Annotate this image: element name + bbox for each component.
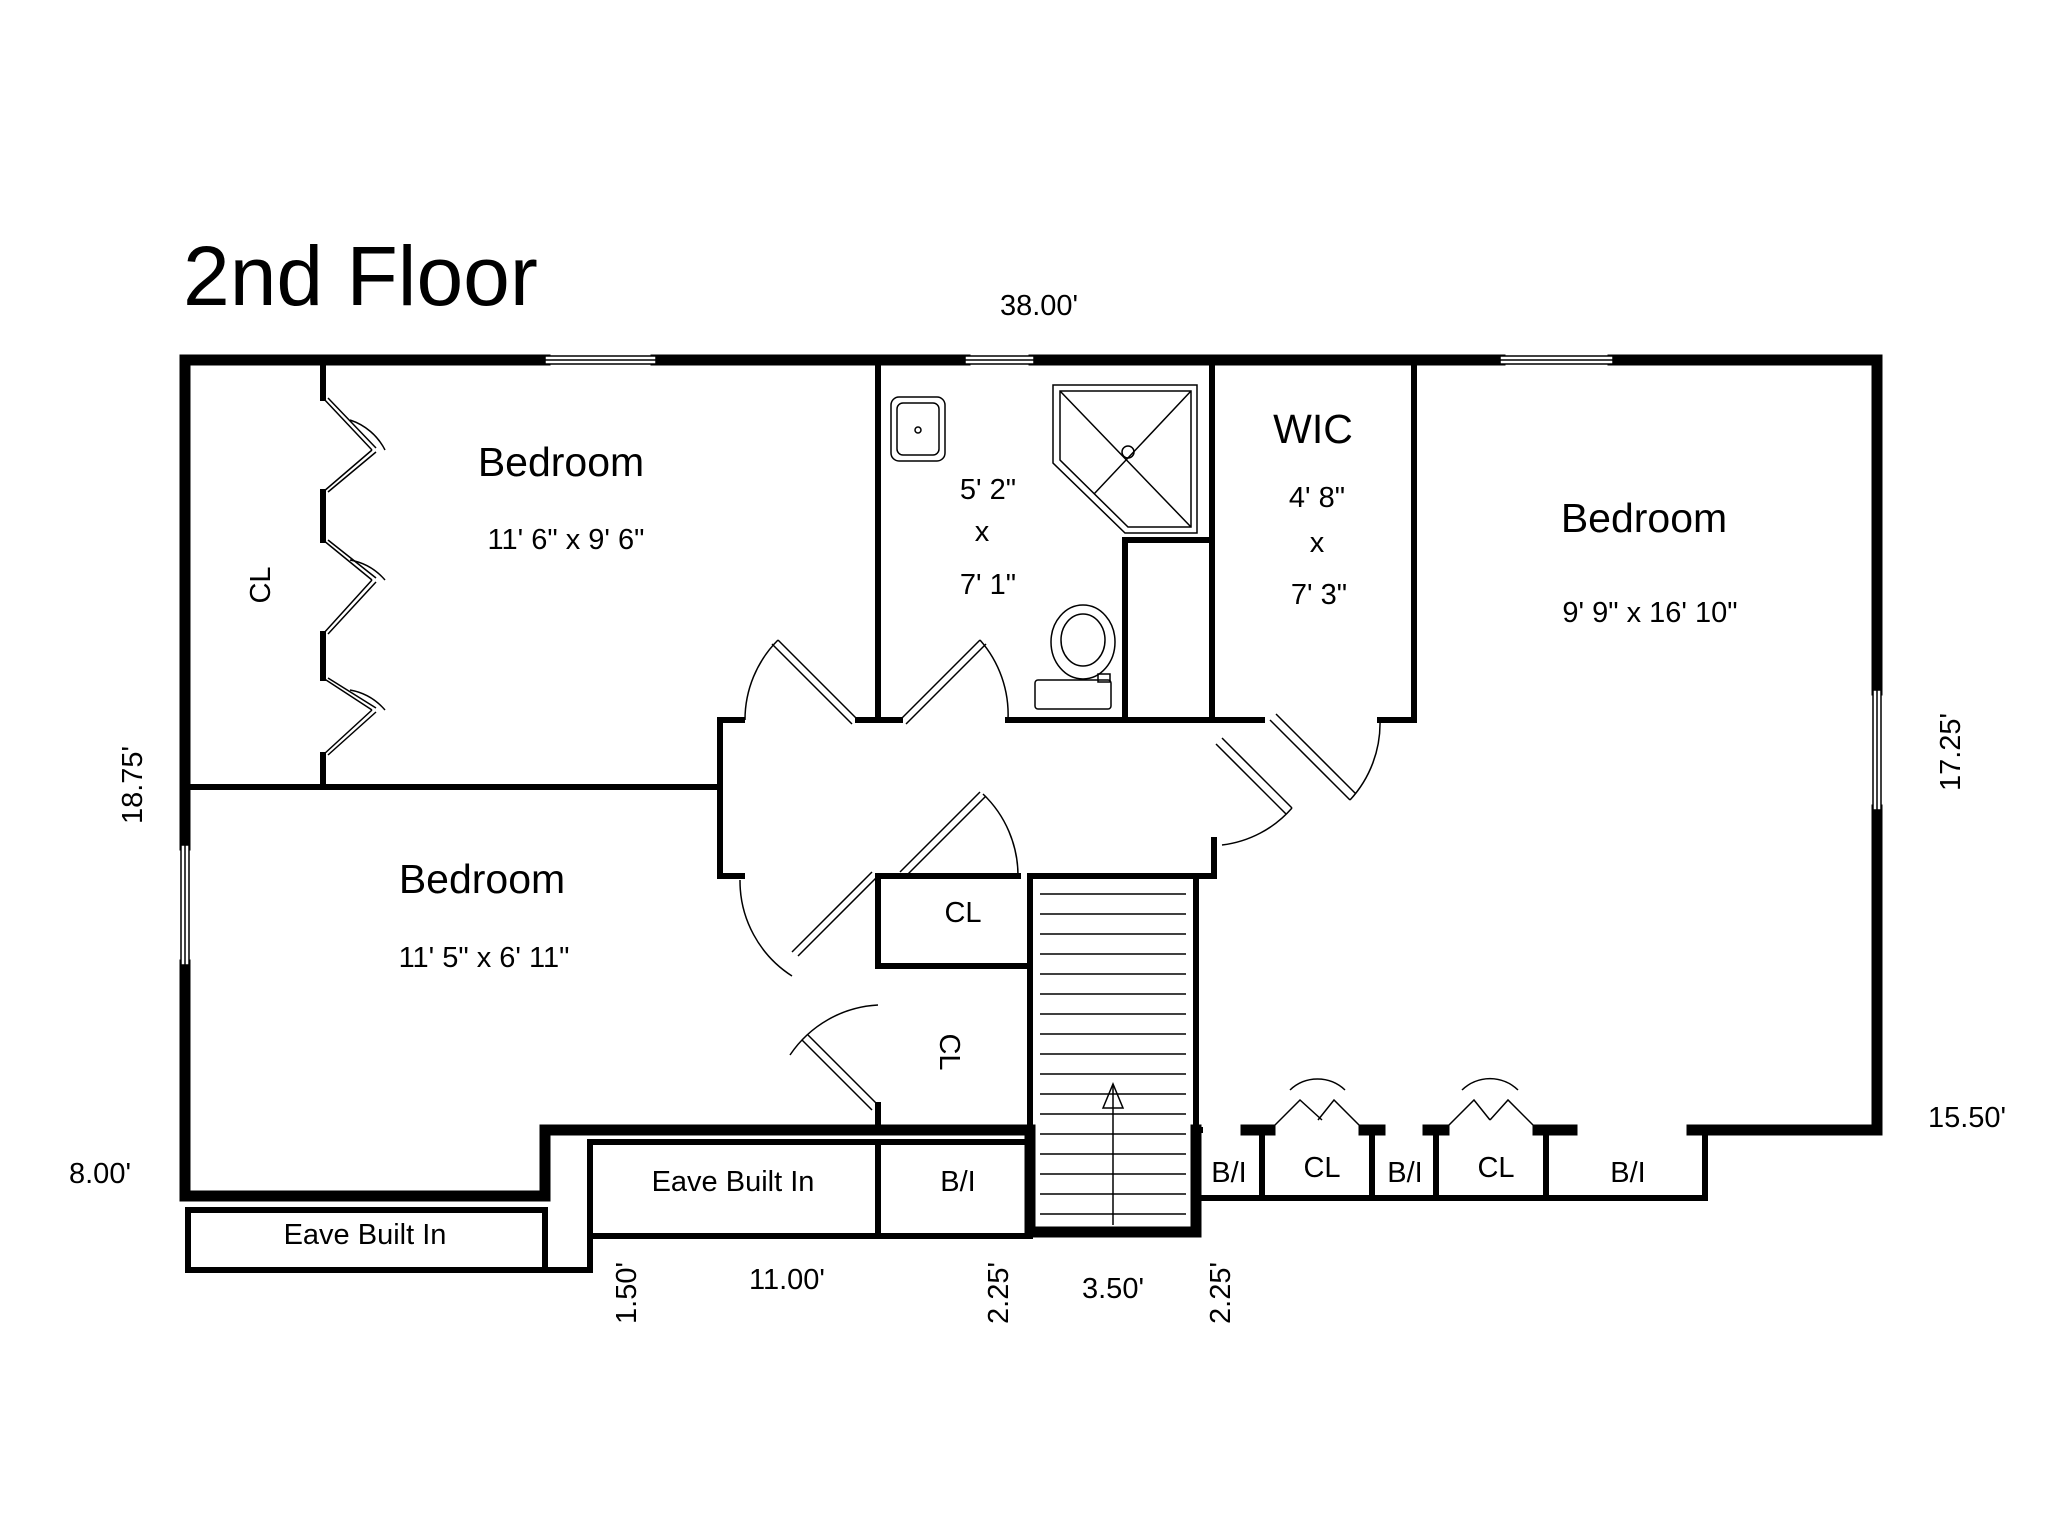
exterior-walls xyxy=(179,354,1883,1238)
wic-height: 7' 3" xyxy=(1291,579,1347,611)
eave-mid-label: Eave Built In xyxy=(652,1166,815,1198)
dimension-right-lower: 15.50' xyxy=(1928,1102,2006,1134)
dimension-labels: 38.00' 18.75' 17.25' 15.50' 8.00' 1.50' … xyxy=(69,290,2006,1324)
staircase xyxy=(1040,893,1186,1225)
dimension-left-step: 8.00' xyxy=(69,1158,131,1190)
sink-icon xyxy=(890,396,946,462)
wic-x: x xyxy=(1310,527,1325,559)
room-labels: Bedroom 11' 6" x 9' 6" Bedroom 11' 5" x … xyxy=(245,406,1738,1251)
dimension-right-upper: 17.25' xyxy=(1935,713,1967,791)
bath-fixtures xyxy=(890,384,1198,710)
closet-hall-label: CL xyxy=(944,897,981,929)
builtin-4-label: B/I xyxy=(1610,1157,1645,1189)
bedroom-2-name: Bedroom xyxy=(399,856,565,902)
dimension-bottom-5: 2.25' xyxy=(1205,1262,1237,1324)
wic-width: 4' 8" xyxy=(1289,482,1345,514)
bath-height: 7' 1" xyxy=(960,569,1016,601)
wic-name: WIC xyxy=(1273,406,1353,452)
bedroom-1-name: Bedroom xyxy=(478,439,644,485)
bath-x: x xyxy=(975,516,990,548)
closet-left-label: CL xyxy=(245,566,277,603)
shower-icon xyxy=(1052,384,1198,534)
builtin-2-label: B/I xyxy=(1211,1157,1246,1189)
dimension-bottom-2: 11.00' xyxy=(749,1264,825,1296)
eave-left-label: Eave Built In xyxy=(284,1219,447,1251)
plan-title: 2nd Floor xyxy=(183,229,538,323)
builtin-1-label: B/I xyxy=(940,1166,975,1198)
dimension-bottom-1: 1.50' xyxy=(611,1262,643,1324)
closet-right-2-label: CL xyxy=(1477,1152,1514,1184)
dimension-left: 18.75' xyxy=(117,746,149,824)
doors xyxy=(322,397,1539,1131)
closet-right-1-label: CL xyxy=(1303,1152,1340,1184)
toilet-icon xyxy=(1050,604,1116,680)
builtin-3-label: B/I xyxy=(1387,1157,1422,1189)
dimension-bottom-4: 3.50' xyxy=(1082,1273,1144,1305)
bedroom-3-name: Bedroom xyxy=(1561,495,1727,541)
bedroom-1-size: 11' 6" x 9' 6" xyxy=(488,524,645,556)
bath-width: 5' 2" xyxy=(960,474,1016,506)
bedroom-3-size: 9' 9" x 16' 10" xyxy=(1562,597,1737,629)
dimension-bottom-3: 2.25' xyxy=(983,1262,1015,1324)
closet-lower-label: CL xyxy=(933,1033,965,1070)
interior-walls xyxy=(182,357,1708,1273)
windows xyxy=(180,355,1882,966)
dimension-top: 38.00' xyxy=(1000,290,1078,322)
bedroom-2-size: 11' 5" x 6' 11" xyxy=(399,942,570,974)
